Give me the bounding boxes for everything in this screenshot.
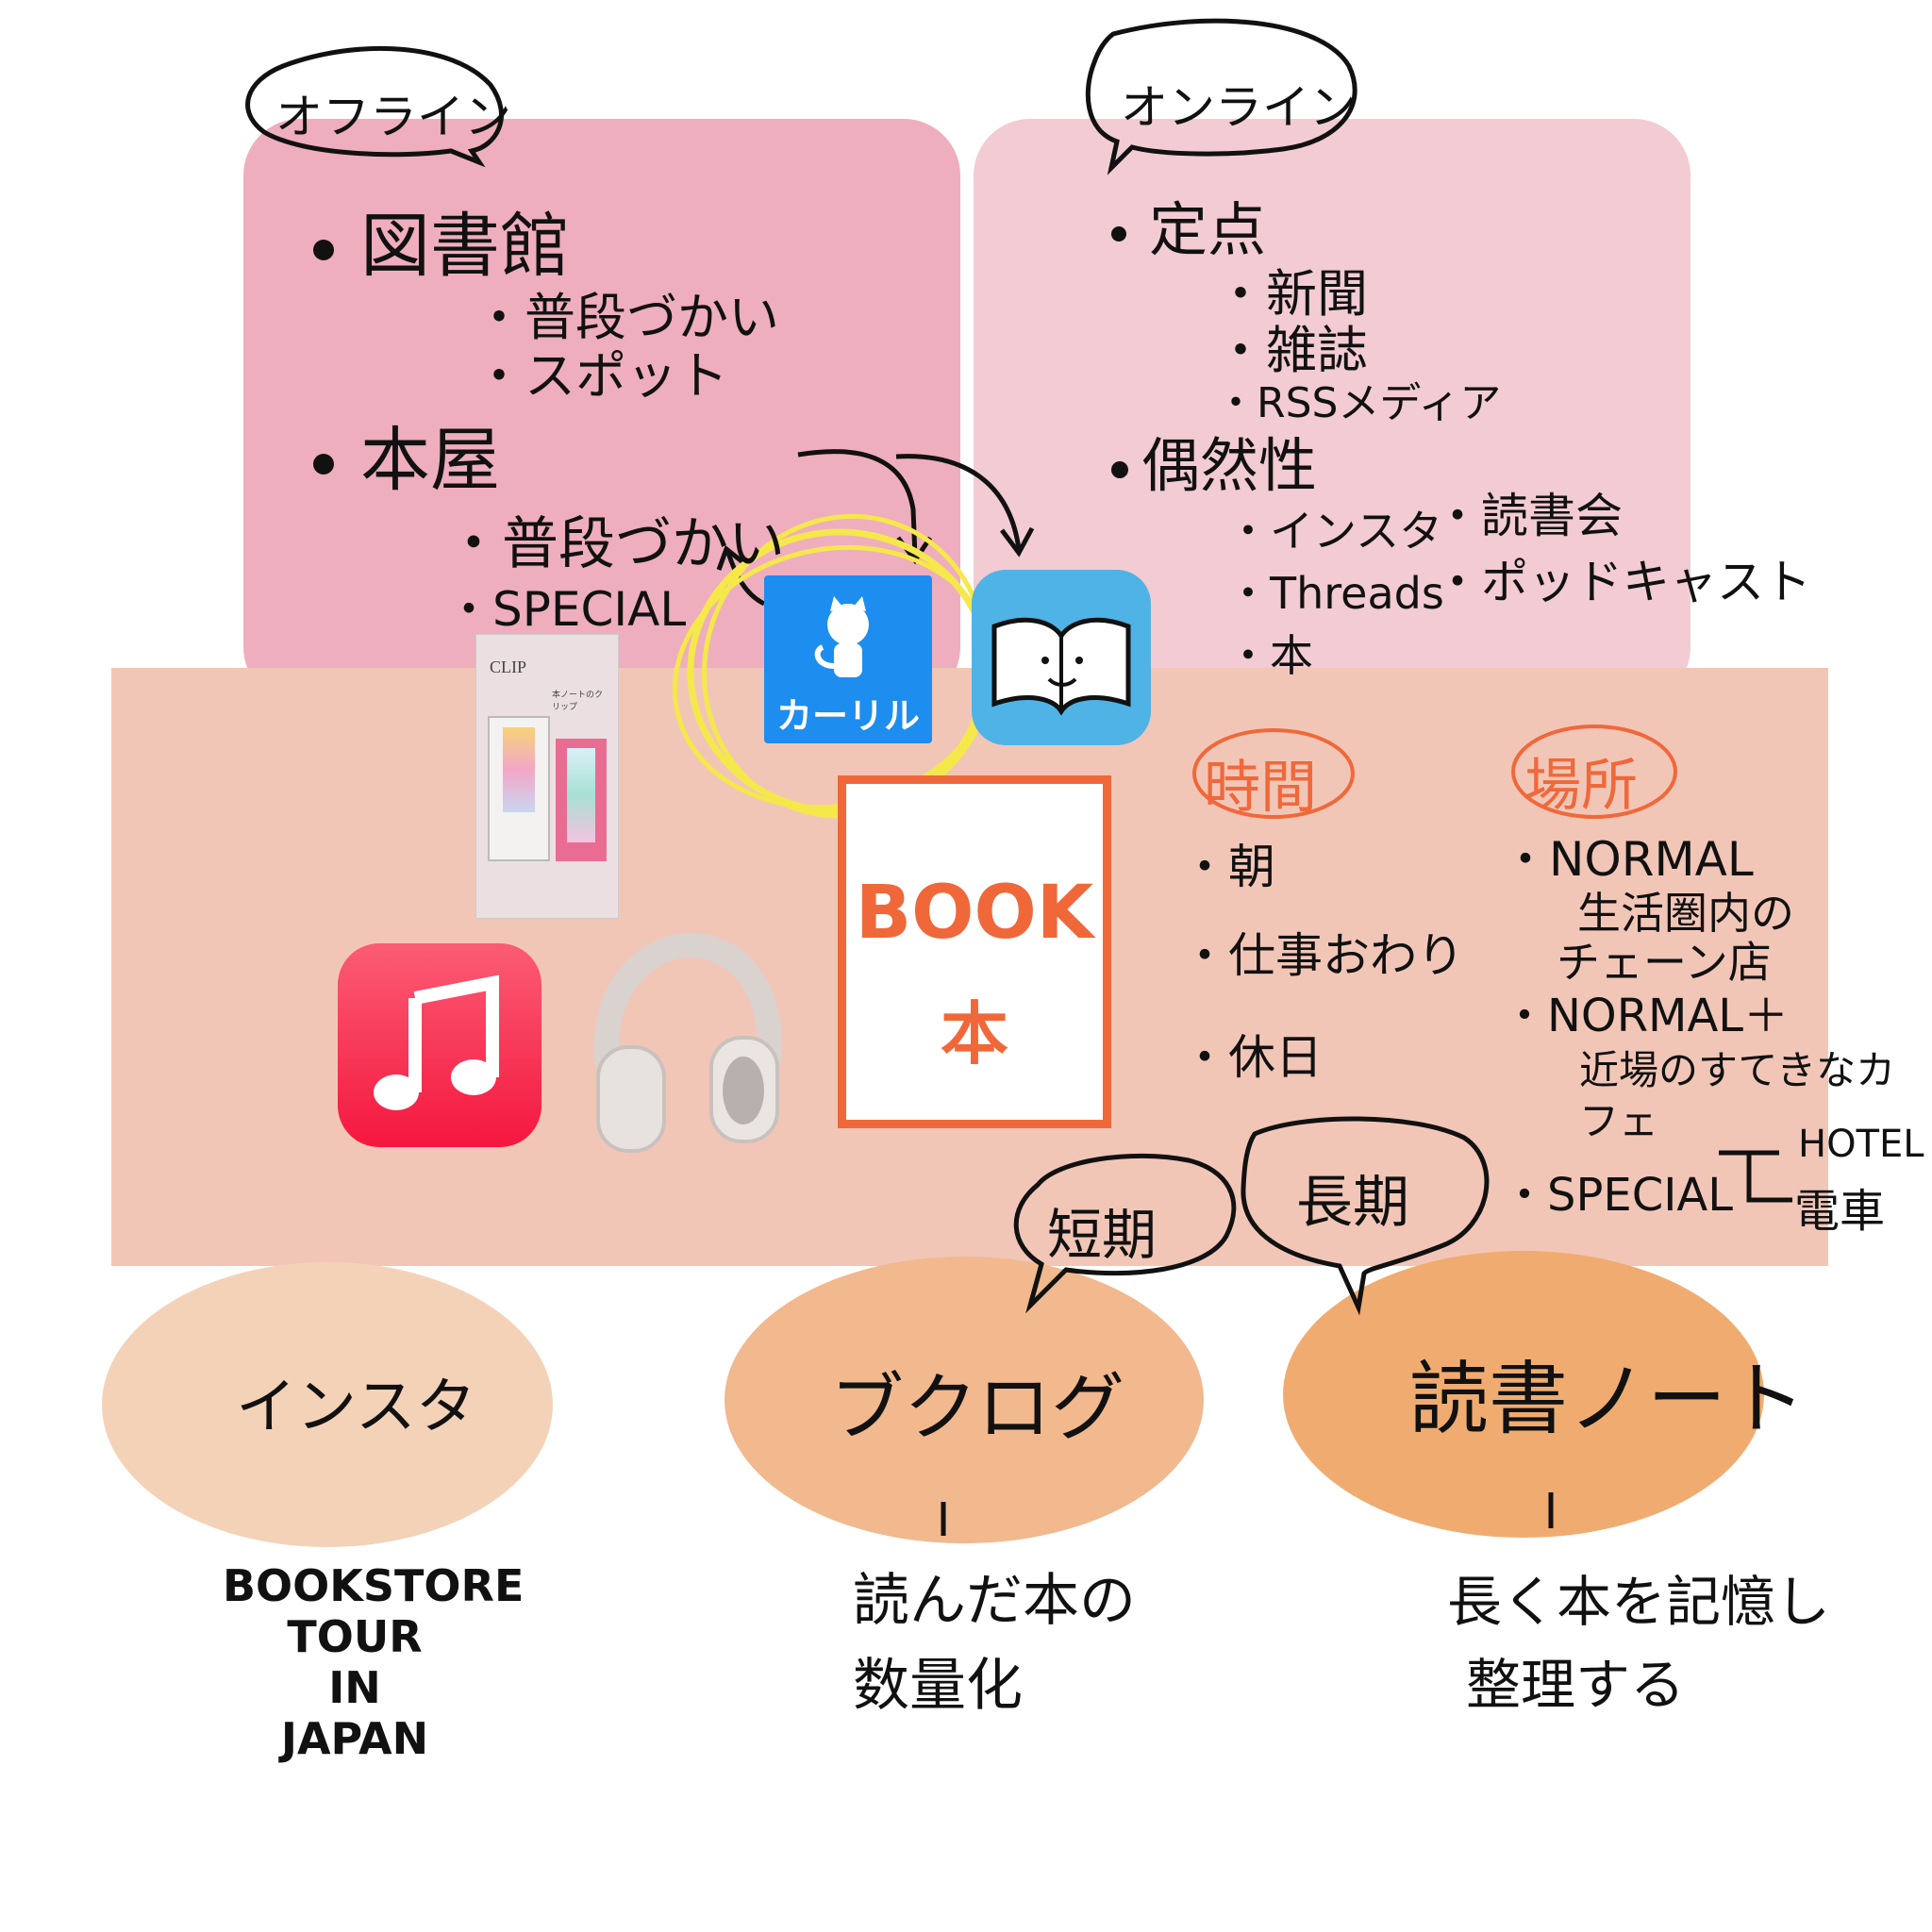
place-item: ・NORMAL＋ [1502, 990, 1790, 1042]
clip-product-image: CLIP 本ノートのクリップ [475, 634, 619, 919]
library-item: ・普段づかい [474, 288, 779, 347]
bookstore-item: ・SPECIAL [445, 582, 687, 637]
arrow-to-bookstore [725, 552, 766, 607]
insta-ellipse [102, 1262, 553, 1547]
serendipity-item: ・インスタ [1226, 506, 1443, 557]
insta-note: BOOKSTORE TOUR IN JAPAN [223, 1560, 525, 1764]
insta-note-line: JAPAN [280, 1713, 429, 1764]
place-sub: チェーン店 [1557, 937, 1772, 988]
clip-notebook [488, 716, 550, 861]
serendipity-heading: 偶然性 [1111, 428, 1501, 504]
long-term-label: 長期 [1296, 1170, 1409, 1236]
fixed-item: ・新聞 [1215, 264, 1368, 324]
place-list: ・NORMAL 生活圏内の チェーン店 ・NORMAL＋ 近場のすてきなカフェ … [1502, 830, 1932, 1226]
blog-note-line: 数量化 [853, 1653, 1023, 1719]
special-train: 電車 [1794, 1185, 1886, 1238]
short-term-label: 短期 [1047, 1203, 1158, 1267]
place-title: 場所 [1524, 753, 1638, 819]
notebook-note: 長く本を記憶し 整理する [1447, 1560, 1830, 1726]
calil-app-label: カーリル [775, 695, 920, 737]
special-bracket [1719, 1150, 1792, 1203]
fixed-heading: 定点 [1111, 194, 1501, 266]
headphones-image [593, 932, 782, 1153]
offline-content: 図書館 ・普段づかい ・スポット 本屋 ・普段づかい ・SPECIAL [313, 204, 785, 640]
blog-note: 読んだ本の 数量化 [853, 1558, 1136, 1728]
time-title-circle [1192, 728, 1355, 819]
bookstore-label: 本屋 [360, 420, 500, 501]
blog-ellipse [724, 1257, 1204, 1543]
time-item: ・朝 [1181, 840, 1275, 894]
notebook-note-line: 長く本を記憶し [1447, 1570, 1831, 1634]
online-bubble [1085, 18, 1357, 175]
insta-note-line: BOOKSTORE [223, 1560, 525, 1611]
open-book-icon [991, 617, 1131, 716]
serendipity-item: ・Threads [1226, 568, 1444, 619]
special-hotel: HOTEL [1798, 1123, 1924, 1166]
short-term-bubble [1013, 1153, 1237, 1314]
offline-title: オフライン [275, 90, 511, 144]
notebook-ellipse [1283, 1251, 1764, 1538]
book-label: BOOK [855, 871, 1094, 956]
blog-label: ブクログ [830, 1366, 1125, 1451]
library-heading: 図書館 [313, 204, 785, 289]
online-title: オンライン [1121, 80, 1357, 135]
fixed-item: ・RSSメディア [1215, 379, 1502, 427]
notebook-label: 読書ノート [1409, 1353, 1807, 1445]
music-app-icon[interactable] [338, 943, 541, 1147]
clip-product-label: CLIP [490, 658, 527, 676]
cat-icon [814, 596, 869, 677]
fixed-item: ・雑誌 [1215, 321, 1368, 380]
place-title-circle [1511, 724, 1677, 819]
blog-note-line: 読んだ本の [853, 1568, 1136, 1634]
serendipity-right-list: ・読書会 ・ポッドキャスト [1434, 483, 1811, 615]
place-sub: 生活圏内の [1577, 888, 1794, 939]
serendipity-left-list: ・インスタ ・Threads ・本 [1226, 500, 1444, 687]
clip-package [556, 739, 607, 861]
insta-label: インスタ [236, 1373, 476, 1442]
library-item: ・スポット [474, 346, 728, 406]
place-sub: 近場のすてきなカフェ [1579, 1047, 1896, 1144]
clip-product-tag: 本ノートのクリップ [552, 691, 604, 712]
insta-note-line: IN [328, 1662, 381, 1713]
calil-app-icon[interactable]: カーリル [764, 575, 932, 743]
long-term-bubble [1241, 1116, 1490, 1316]
serendipity-item: ・本 [1226, 630, 1313, 681]
insta-note-line: TOUR [287, 1611, 423, 1662]
time-list: ・朝 ・仕事おわり ・休日 [1181, 823, 1464, 1102]
time-item: ・休日 [1181, 1030, 1323, 1085]
booklog-app-icon[interactable] [972, 570, 1151, 745]
bookstore-heading: 本屋 [313, 411, 785, 509]
music-note-icon [374, 974, 499, 1110]
online-content: 定点 ・新聞 ・雑誌 ・RSSメディア 偶然性 [1111, 194, 1501, 504]
arrow-to-calil [797, 449, 918, 558]
notebook-note-line: 整理する [1466, 1653, 1686, 1717]
serendipity-item: ・ポッドキャスト [1434, 555, 1811, 609]
offline-bubble [245, 45, 504, 168]
time-item: ・仕事おわり [1181, 928, 1464, 983]
time-title: 時間 [1204, 755, 1317, 821]
book-kanji: 本 [940, 994, 1008, 1074]
library-label: 図書館 [360, 206, 570, 287]
serendipity-item: ・読書会 [1434, 489, 1623, 543]
bookstore-item: ・普段づかい [445, 511, 785, 577]
arrow-to-booklog [895, 454, 1022, 550]
place-item: ・NORMAL [1502, 832, 1754, 887]
place-item: ・SPECIAL [1502, 1169, 1734, 1222]
book-box: BOOK 本 [838, 775, 1111, 1128]
